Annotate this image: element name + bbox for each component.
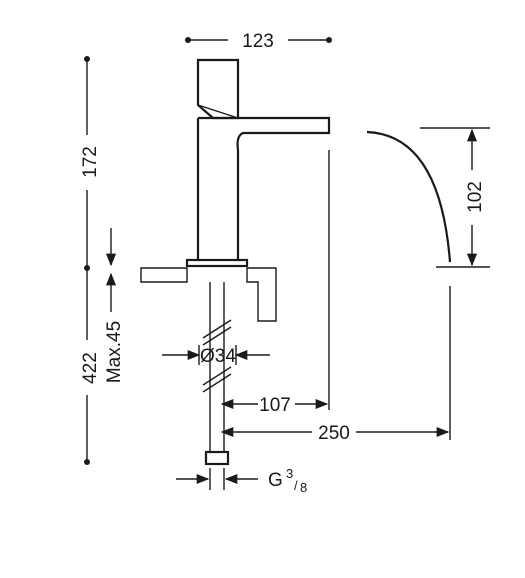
label-thread: G [268,470,283,491]
label-hole-diameter: Ø34 [200,346,236,367]
label-spout-height: 102 [465,181,486,213]
label-reach-107: 107 [259,395,291,416]
countertop-section [140,267,277,322]
dim-hole-diameter: Ø34 [162,345,270,367]
label-height-422: 422 [80,352,101,384]
label-reach-250: 250 [318,423,350,444]
label-thread-den: 8 [300,480,307,495]
faucet-body [185,58,331,268]
dim-thread: G 3 / 8 [176,466,307,495]
dim-reach-inner: 107 [220,150,330,416]
label-top-width: 123 [242,31,274,52]
water-stream [366,130,452,263]
dim-left-height: 172 422 [80,56,101,465]
dim-reach-outer: 250 [220,286,451,444]
dim-top-width: 123 [185,31,332,52]
label-thread-slash: / [294,478,298,493]
supply-tube [202,282,232,466]
label-max-deck: Max.45 [104,321,125,383]
dim-max-deck: Max.45 [104,228,125,383]
dim-spout-height: 102 [420,127,490,268]
label-thread-num: 3 [286,466,293,481]
label-height-172: 172 [80,146,101,178]
